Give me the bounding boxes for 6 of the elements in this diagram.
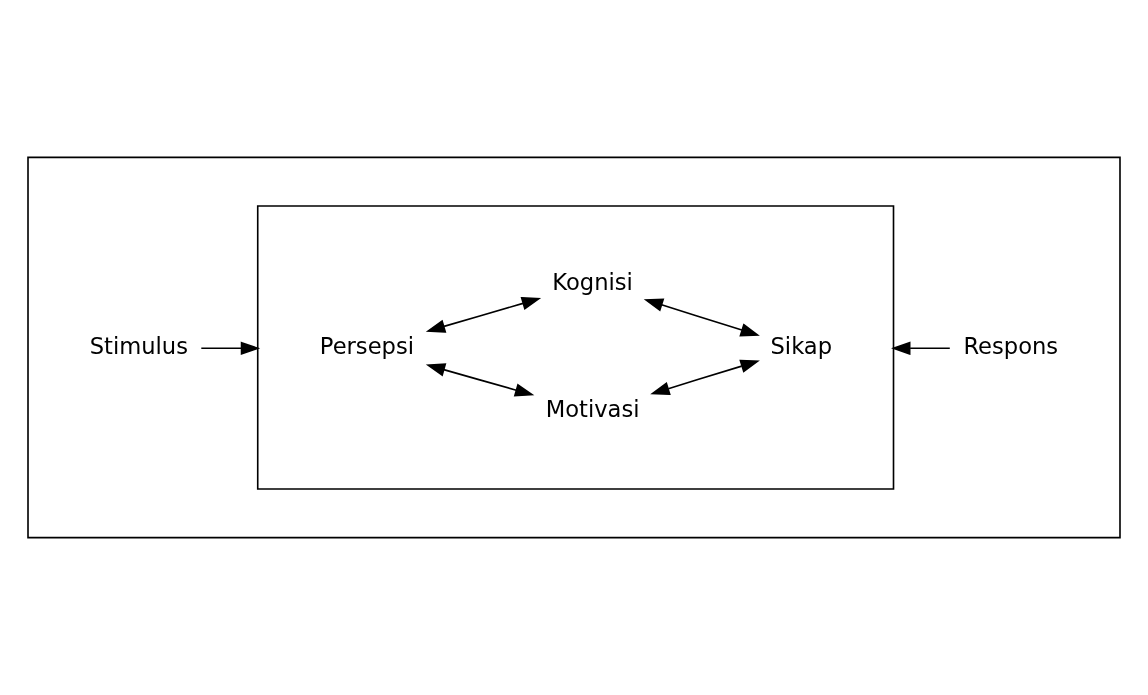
node-text: Motivasi [545, 396, 640, 423]
node-text: Kognisi [552, 268, 633, 295]
node-text: Respons [963, 333, 1059, 360]
node-text: Persepsi [319, 333, 415, 360]
node-text: Sikap [770, 333, 833, 360]
node-text: Stimulus [89, 333, 188, 360]
